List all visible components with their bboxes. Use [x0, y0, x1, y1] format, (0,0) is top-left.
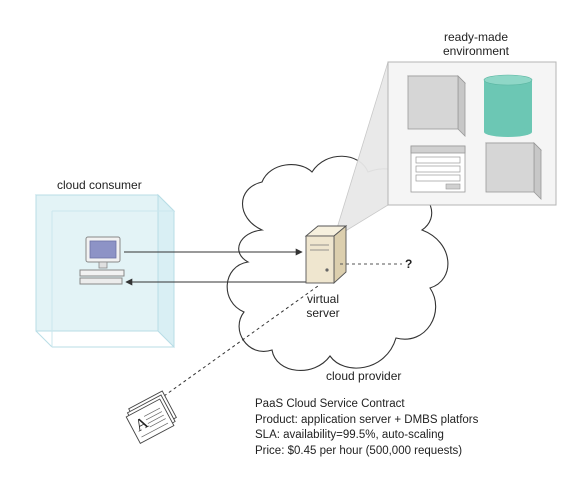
- contract-sla: SLA: availability=99.5%, auto-scaling: [255, 429, 444, 441]
- contract-link: [163, 285, 319, 397]
- database-icon: [483, 74, 533, 137]
- block-icon: [485, 142, 542, 200]
- form-icon: [410, 145, 466, 193]
- environment-label-line2: environment: [442, 44, 510, 58]
- contract-product: Product: application server + DMBS platf…: [255, 413, 479, 426]
- environment-label-line1: ready-made: [443, 30, 509, 44]
- server-icon: [304, 225, 348, 285]
- service-contract-text: PaaS Cloud Service Contract Product: app…: [255, 397, 478, 459]
- virtual-server-label-line1: virtual: [306, 292, 339, 306]
- environment-panel: [387, 61, 557, 206]
- computer-icon: [79, 236, 125, 285]
- cloud-consumer-box: [34, 193, 176, 349]
- unknown-marker: ?: [405, 257, 413, 271]
- document-icon: A: [125, 390, 177, 445]
- contract-title: PaaS Cloud Service Contract: [255, 398, 405, 410]
- block-icon: [407, 75, 466, 137]
- contract-price: Price: $0.45 per hour (500,000 requests): [255, 444, 463, 457]
- cloud-provider-label: cloud provider: [326, 369, 402, 383]
- cloud-consumer-label: cloud consumer: [57, 178, 142, 192]
- virtual-server-label-line2: server: [306, 306, 340, 320]
